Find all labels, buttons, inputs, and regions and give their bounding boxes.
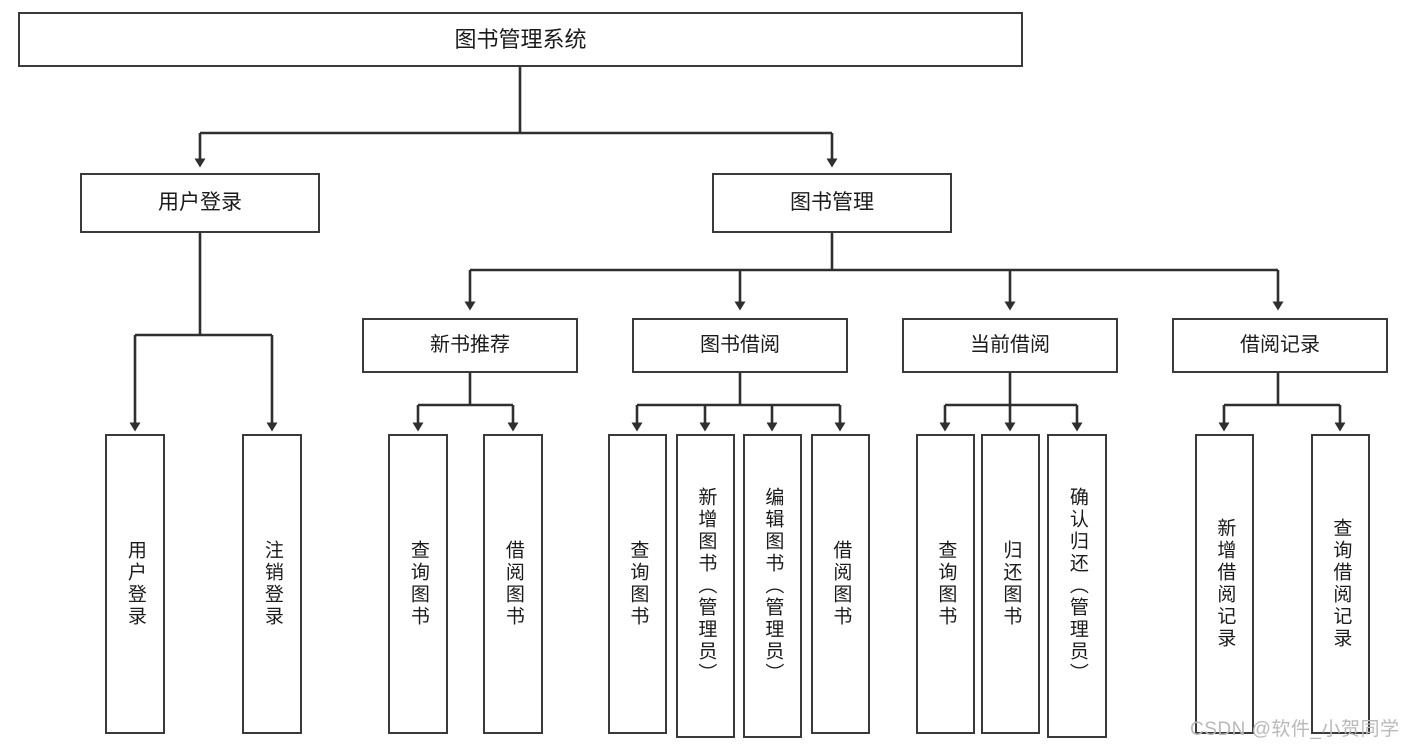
node-label: 新增图书（管理员）	[695, 487, 717, 685]
node-label: 用户登录	[158, 190, 242, 214]
leaf-logout-login[interactable]: 注销登录	[242, 434, 302, 734]
node-label: 确认归还（管理员）	[1066, 487, 1088, 685]
leaf-add-book-admin[interactable]: 新增图书（管理员）	[676, 434, 735, 738]
node-new-book-recommend[interactable]: 新书推荐	[362, 318, 578, 373]
leaf-query-borrow-record[interactable]: 查询借阅记录	[1311, 434, 1370, 734]
node-current-borrow[interactable]: 当前借阅	[902, 318, 1118, 373]
node-book-borrow[interactable]: 图书借阅	[632, 318, 848, 373]
leaf-query-book-borrow[interactable]: 查询图书	[608, 434, 667, 734]
node-label: 新增借阅记录	[1214, 518, 1236, 650]
node-root-system[interactable]: 图书管理系统	[18, 12, 1023, 67]
node-label: 图书借阅	[700, 334, 780, 356]
leaf-query-book-current[interactable]: 查询图书	[916, 434, 975, 734]
node-label: 查询图书	[935, 540, 957, 628]
node-label: 编辑图书（管理员）	[762, 487, 784, 685]
node-label: 查询借阅记录	[1330, 518, 1352, 650]
leaf-return-book[interactable]: 归还图书	[981, 434, 1040, 734]
node-label: 借阅记录	[1240, 334, 1320, 356]
node-label: 当前借阅	[970, 334, 1050, 356]
node-label: 注销登录	[261, 540, 283, 628]
leaf-borrow-book[interactable]: 借阅图书	[811, 434, 870, 734]
node-label: 归还图书	[1000, 540, 1022, 628]
node-user-login[interactable]: 用户登录	[80, 173, 320, 233]
leaf-edit-book-admin[interactable]: 编辑图书（管理员）	[743, 434, 802, 738]
leaf-user-login[interactable]: 用户登录	[105, 434, 165, 734]
node-label: 图书管理	[790, 190, 874, 214]
leaf-borrow-book-recommend[interactable]: 借阅图书	[483, 434, 543, 734]
node-label: 用户登录	[124, 540, 146, 628]
node-label: 查询图书	[627, 540, 649, 628]
node-book-management[interactable]: 图书管理	[712, 173, 952, 233]
leaf-query-book-recommend[interactable]: 查询图书	[388, 434, 448, 734]
node-label: 新书推荐	[430, 334, 510, 356]
csdn-watermark: CSDN @软件_小贺同学	[1190, 719, 1400, 740]
node-label: 查询图书	[407, 540, 429, 628]
node-label: 图书管理系统	[454, 26, 587, 52]
node-label: 借阅图书	[502, 540, 524, 628]
leaf-confirm-return-admin[interactable]: 确认归还（管理员）	[1047, 434, 1107, 738]
node-borrow-record[interactable]: 借阅记录	[1172, 318, 1388, 373]
leaf-add-borrow-record[interactable]: 新增借阅记录	[1195, 434, 1254, 734]
node-label: 借阅图书	[830, 540, 852, 628]
